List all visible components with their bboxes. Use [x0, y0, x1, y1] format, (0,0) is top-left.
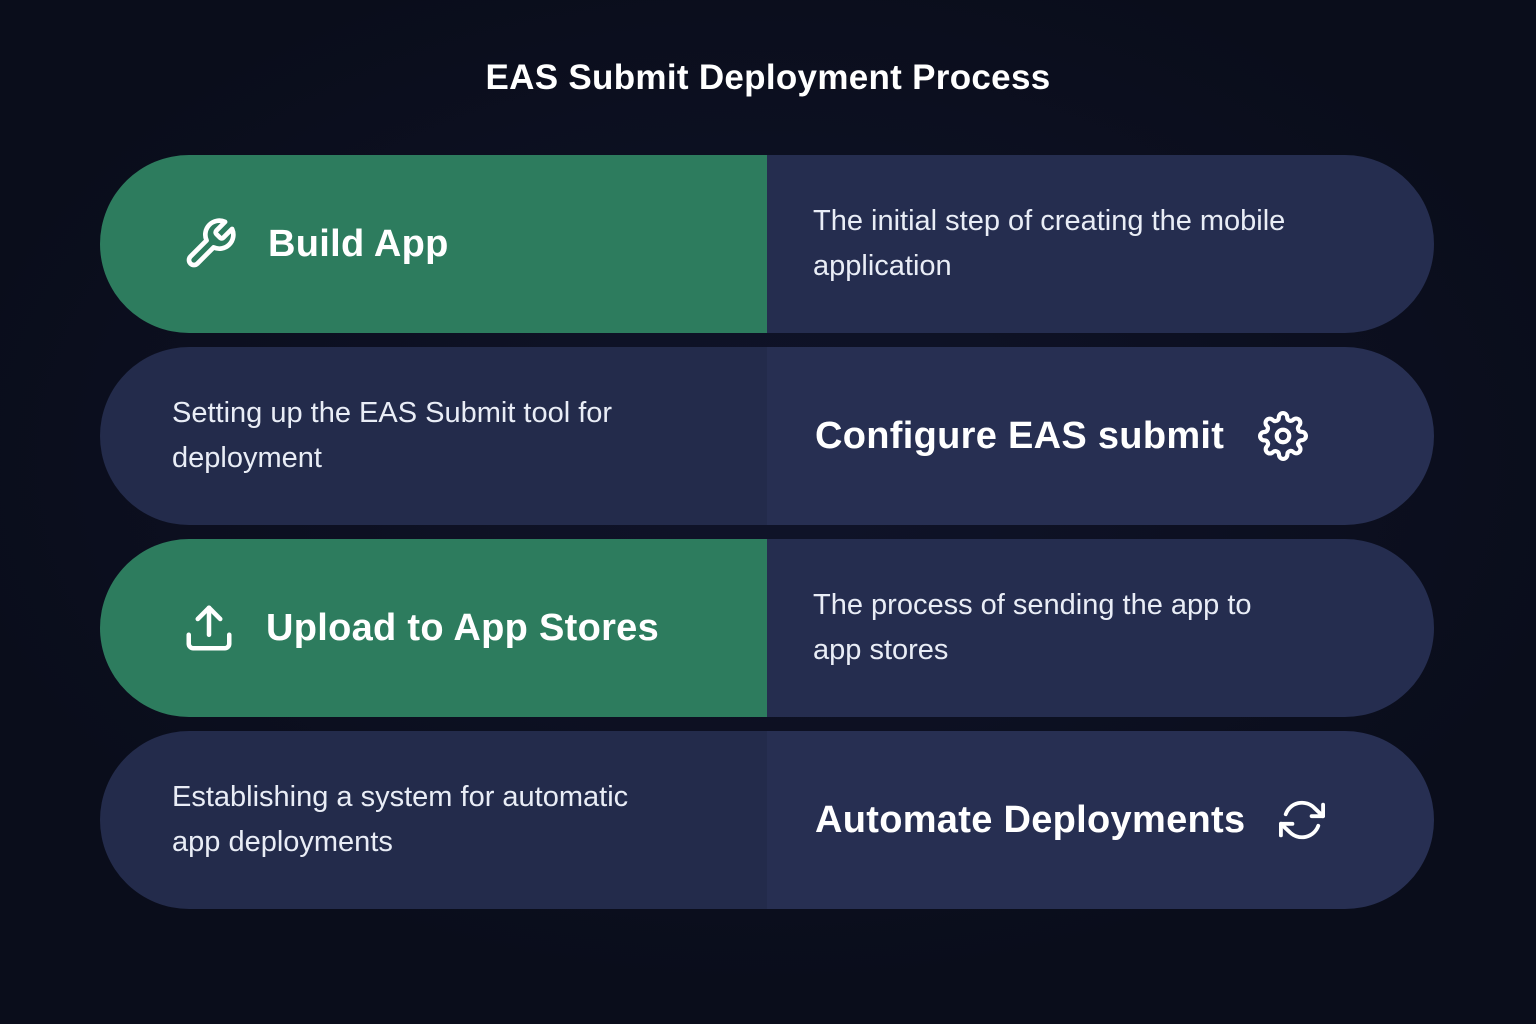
step-label-cell-automate-deployments: Automate Deployments — [767, 731, 1434, 909]
step-description-cell: The process of sending the app to app st… — [767, 539, 1434, 717]
process-row-configure-eas-submit: Setting up the EAS Submit tool for deplo… — [100, 347, 1434, 525]
step-label-cell-configure-eas-submit: Configure EAS submit — [767, 347, 1434, 525]
upload-icon — [182, 601, 236, 655]
step-description: Setting up the EAS Submit tool for deplo… — [172, 397, 613, 474]
step-description: The initial step of creating the mobile … — [813, 205, 1286, 282]
step-label: Upload to App Stores — [266, 606, 660, 649]
step-description-cell: Setting up the EAS Submit tool for deplo… — [100, 347, 767, 525]
gear-icon — [1258, 411, 1309, 461]
refresh-icon — [1279, 797, 1326, 843]
step-label: Build App — [268, 222, 449, 265]
process-rows: Build App The initial step of creating t… — [100, 155, 1434, 909]
step-label: Automate Deployments — [815, 798, 1246, 841]
step-label-cell-upload-to-app-stores: Upload to App Stores — [100, 539, 767, 717]
step-label-cell-build-app: Build App — [100, 155, 767, 333]
page-title: EAS Submit Deployment Process — [485, 58, 1051, 97]
process-row-upload-to-app-stores: Upload to App Stores The process of send… — [100, 539, 1434, 717]
step-label: Configure EAS submit — [815, 414, 1225, 457]
process-row-build-app: Build App The initial step of creating t… — [100, 155, 1434, 333]
step-description-cell: Establishing a system for automatic app … — [100, 731, 767, 909]
wrench-icon — [182, 216, 238, 272]
process-row-automate-deployments: Establishing a system for automatic app … — [100, 731, 1434, 909]
step-description: Establishing a system for automatic app … — [172, 781, 629, 858]
step-description: The process of sending the app to app st… — [813, 589, 1252, 666]
step-description-cell: The initial step of creating the mobile … — [767, 155, 1434, 333]
